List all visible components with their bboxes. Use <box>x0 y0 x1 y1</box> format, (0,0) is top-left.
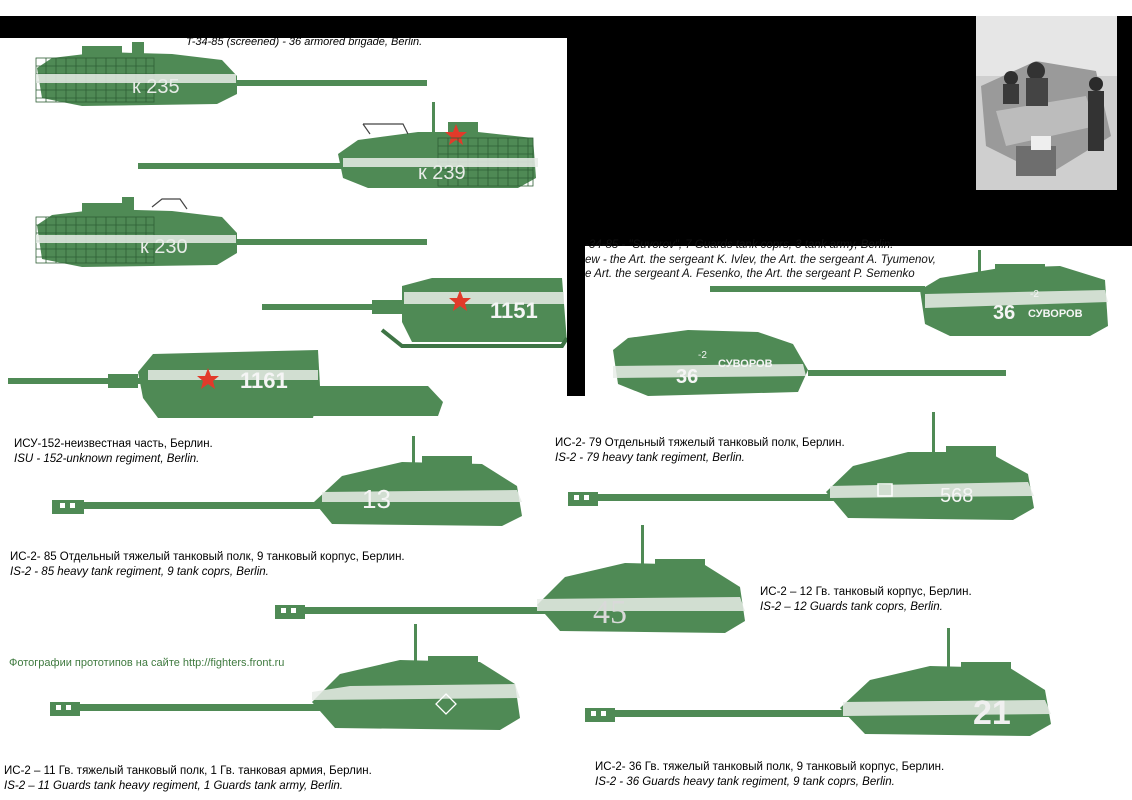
isu-lower-number: 1161 <box>240 368 288 393</box>
caption-is2-11: ИС-2 – 11 Гв. тяжелый танковый полк, 1 Г… <box>4 764 372 794</box>
caption-is2-79-ru: ИС-2- 79 Отдельный тяжелый танковый полк… <box>555 437 845 449</box>
t34-a-number: к 235 <box>132 76 180 98</box>
is2-45-number: 45 <box>593 594 627 631</box>
caption-is2-79-en: IS-2 - 79 heavy tank regiment, Berlin. <box>555 452 745 464</box>
suvorov-a-number: 36 <box>993 302 1015 324</box>
suvorov-b-mark: -2 <box>698 350 707 361</box>
is2-11-illustration <box>50 624 520 730</box>
is2-45-illustration: 45 <box>275 525 745 633</box>
t34-c-number: к 230 <box>140 236 188 258</box>
suvorov-caption-line1: -34-85 - "Suvorov", 7 Guards tank coprs,… <box>585 239 894 251</box>
suvorov-a-mark: -2 <box>1030 289 1039 300</box>
caption-is2-12-en: IS-2 – 12 Guards tank coprs, Berlin. <box>760 601 943 613</box>
is2-13-number: 13 <box>362 484 391 514</box>
is2-21-number: 21 <box>973 694 1011 732</box>
isu-upper-illustration: 1151 <box>262 278 567 348</box>
caption-is2-12-ru: ИС-2 – 12 Гв. танковый корпус, Берлин. <box>760 586 972 598</box>
suvorov-a-slogan: СУВОРОВ <box>1028 308 1083 320</box>
isu-upper-number: 1151 <box>490 298 538 323</box>
historical-photo <box>976 16 1117 190</box>
caption-is2-12: ИС-2 – 12 Гв. танковый корпус, Берлин. I… <box>760 585 972 615</box>
is2-21-illustration: 21 <box>585 628 1051 736</box>
is2-568-number: 568 <box>940 485 973 507</box>
caption-is2-85-en: IS-2 - 85 heavy tank regiment, 9 tank co… <box>10 566 269 578</box>
suvorov-b-slogan: СУВОРОВ <box>718 358 773 370</box>
caption-isu152-en: ISU - 152-unknown regiment, Berlin. <box>14 453 200 465</box>
t34-screened-a-illustration: к 235 <box>35 42 427 106</box>
t34-b-number: к 239 <box>418 162 466 184</box>
caption-is2-36-ru: ИС-2- 36 Гв. тяжелый танковый полк, 9 та… <box>595 761 945 773</box>
t34-suvorov-a-illustration: 36 СУВОРОВ -2 <box>710 250 1108 336</box>
black-divider <box>567 240 585 396</box>
caption-is2-11-ru: ИС-2 – 11 Гв. тяжелый танковый полк, 1 Г… <box>4 765 372 777</box>
suvorov-b-number: 36 <box>676 366 698 388</box>
caption-is2-36: ИС-2- 36 Гв. тяжелый танковый полк, 9 та… <box>595 760 944 790</box>
caption-is2-85: ИС-2- 85 Отдельный тяжелый танковый полк… <box>10 550 405 580</box>
is2-568-illustration: 568 <box>568 412 1034 520</box>
caption-is2-11-en: IS-2 – 11 Guards tank heavy regiment, 1 … <box>4 780 343 792</box>
caption-is2-85-ru: ИС-2- 85 Отдельный тяжелый танковый полк… <box>10 551 405 563</box>
prototype-photos-link[interactable]: Фотографии прототипов на сайте http://fi… <box>9 657 285 669</box>
caption-is2-36-en: IS-2 - 36 Guards heavy tank regiment, 9 … <box>595 776 895 788</box>
caption-isu152: ИСУ-152-неизвестная часть, Берлин. ISU -… <box>14 437 213 467</box>
t34-b-illustration: к 239 <box>138 102 538 188</box>
t34-suvorov-b-illustration: 36 СУВОРОВ -2 <box>613 330 1006 396</box>
caption-isu152-ru: ИСУ-152-неизвестная часть, Берлин. <box>14 438 213 450</box>
t34-c-illustration: к 230 <box>35 197 427 267</box>
isu-lower-illustration: 1161 <box>8 350 443 418</box>
is2-13-illustration: 13 <box>52 436 522 526</box>
suvorov-caption-line2: ew - the Art. the sergeant K. Ivlev, the… <box>585 253 936 266</box>
suvorov-caption-line3: e Art. the sergeant A. Fesenko, the Art.… <box>585 268 915 280</box>
caption-is2-79: ИС-2- 79 Отдельный тяжелый танковый полк… <box>555 436 845 466</box>
top-title: T-34-85 (screened) - 36 armored brigade,… <box>186 36 423 48</box>
suvorov-caption: -34-85 - "Suvorov", 7 Guards tank coprs,… <box>585 238 936 282</box>
